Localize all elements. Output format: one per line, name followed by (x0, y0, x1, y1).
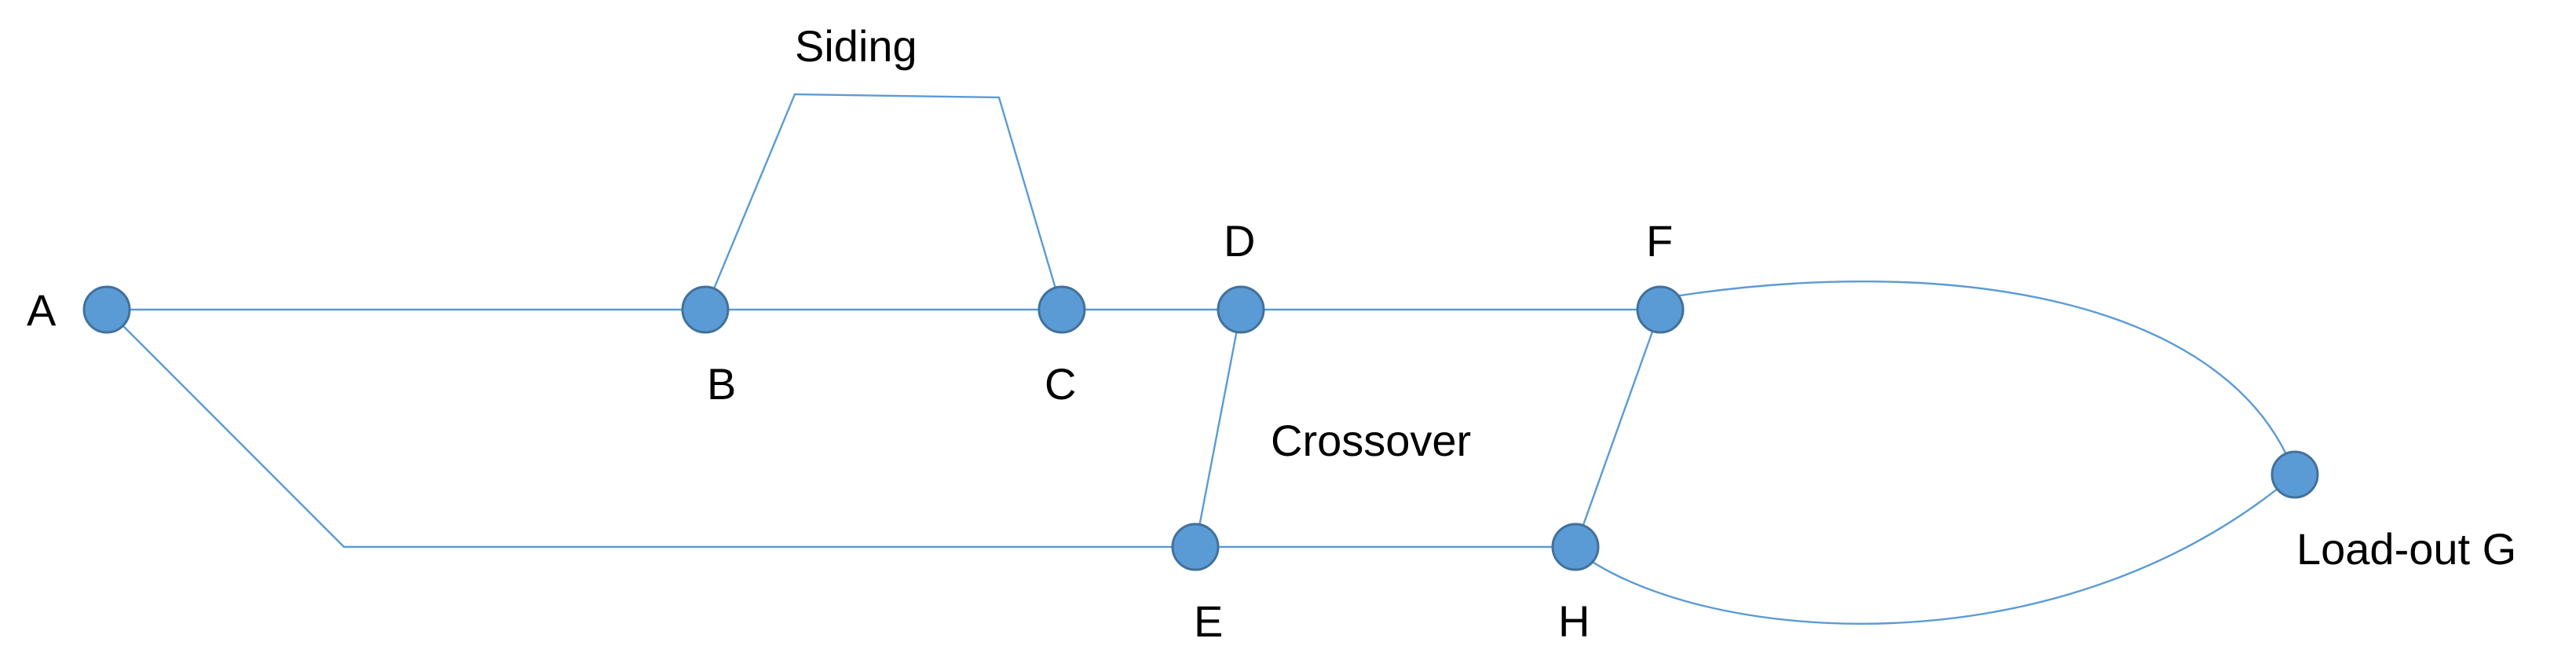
track-crossover-f-h (1574, 309, 1662, 548)
track-loop-f-g (1659, 280, 2296, 475)
label-crossover: Crossover (1271, 416, 1471, 465)
node-d (1217, 285, 1265, 334)
track-lower-a-e (106, 309, 1195, 548)
node-g (2270, 450, 2319, 499)
track-lines (106, 93, 2296, 625)
track-nodes (82, 285, 2319, 571)
label-node-h: H (1558, 596, 1590, 646)
label-node-b: B (707, 359, 736, 409)
track-crossover-d-e (1194, 309, 1242, 548)
node-h (1551, 523, 1600, 571)
node-f (1636, 285, 1685, 334)
label-node-d: D (1224, 216, 1255, 266)
node-a (82, 285, 131, 334)
label-node-e: E (1194, 596, 1223, 646)
node-c (1037, 285, 1086, 334)
node-b (681, 285, 730, 334)
label-siding: Siding (795, 21, 917, 71)
label-node-f: F (1646, 216, 1673, 266)
label-node-a: A (27, 285, 57, 335)
diagram-labels: Siding A B C D F Crossover Load-out G E … (27, 21, 2516, 646)
node-e (1171, 523, 1220, 571)
label-loadout-g: Load-out G (2296, 524, 2516, 574)
track-siding (704, 93, 1063, 310)
track-loop-h-g (1575, 474, 2296, 625)
label-node-c: C (1045, 359, 1076, 409)
